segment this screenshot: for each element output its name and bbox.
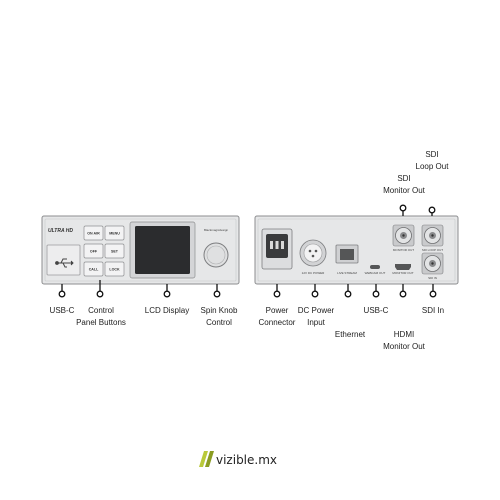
power-connector-callout-line2: Connector bbox=[259, 318, 296, 327]
set-label: SET bbox=[111, 250, 119, 254]
lock-label: LOCK bbox=[109, 268, 120, 272]
menu-button bbox=[104, 225, 125, 241]
hdmi-text: MONITOR OUT bbox=[392, 271, 413, 275]
control-panel-dot bbox=[96, 290, 104, 298]
hdmi-callout-line1: HDMI bbox=[394, 330, 414, 339]
sdi-monitor-out-bnc bbox=[392, 224, 415, 247]
sdi-loop-callout-line1: SDI bbox=[425, 150, 438, 159]
lcd-callout: LCD Display bbox=[145, 306, 189, 315]
sdi-loop-out-bnc bbox=[421, 224, 444, 247]
sdi-loop-text: SDI LOOP OUT bbox=[422, 248, 443, 252]
ethernet-dot bbox=[344, 290, 352, 298]
rear-panel: 12V DC POWER LIVE STREAM WEBCAM OUT MONI… bbox=[254, 215, 459, 285]
sdi-monitor-callout-line2: Monitor Out bbox=[383, 186, 426, 195]
usb-c-rear-callout: USB-C bbox=[364, 306, 389, 315]
on-air-label: ON AIR bbox=[87, 232, 100, 236]
usb-c-rear-dot bbox=[372, 290, 380, 298]
off-label: OFF bbox=[90, 250, 98, 254]
dc-power-face bbox=[303, 243, 323, 263]
sdi-loop-callout-line2: Loop Out bbox=[416, 162, 450, 171]
usb-icon bbox=[55, 258, 74, 268]
usb-c-callout: USB-C bbox=[50, 306, 75, 315]
hdmi-port bbox=[395, 264, 411, 270]
spin-knob-callout-line2: Control bbox=[206, 318, 232, 327]
dc-pin-1 bbox=[308, 249, 312, 253]
power-pin-left bbox=[270, 241, 273, 249]
dc-pin-3 bbox=[311, 254, 315, 258]
dc-pin-2 bbox=[314, 249, 318, 253]
control-panel-callout-line2: Panel Buttons bbox=[76, 318, 126, 327]
sdi-in-bnc bbox=[421, 252, 444, 275]
ultra-hd-logo: ULTRA HD bbox=[48, 228, 73, 234]
vizible-logo-icon bbox=[199, 451, 214, 467]
control-panel-buttons: ON AIR MENU OFF SET CALL LOCK bbox=[83, 225, 125, 277]
sdi-loop-dot bbox=[428, 206, 436, 214]
watermark-text: vizible.mx bbox=[216, 453, 277, 467]
power-pin-center bbox=[275, 241, 279, 249]
callout-labels: USB-C Control Panel Buttons LCD Display … bbox=[50, 150, 450, 351]
hdmi-dot bbox=[399, 290, 407, 298]
dc-power-text: 12V DC POWER bbox=[302, 271, 326, 275]
sdi-in-dot bbox=[429, 290, 437, 298]
usb-c-port bbox=[46, 244, 81, 276]
power-connector-callout-line1: Power bbox=[266, 306, 289, 315]
ethernet-text: LIVE STREAM bbox=[337, 271, 357, 275]
off-button bbox=[83, 243, 104, 259]
call-label: CALL bbox=[89, 268, 99, 272]
control-panel-callout-line1: Control bbox=[88, 306, 114, 315]
usb-c-rear-text: WEBCAM OUT bbox=[365, 271, 386, 275]
spin-knob-dot bbox=[213, 290, 221, 298]
menu-label: MENU bbox=[109, 232, 120, 236]
call-button bbox=[83, 261, 104, 277]
set-button bbox=[104, 243, 125, 259]
sdi-in-callout: SDI In bbox=[422, 306, 444, 315]
sdi-monitor-dot bbox=[399, 204, 407, 212]
on-air-button bbox=[83, 225, 104, 241]
usb-c-dot bbox=[58, 290, 66, 298]
hdmi-callout-line2: Monitor Out bbox=[383, 342, 426, 351]
usb-c-rear-port bbox=[370, 265, 380, 269]
front-panel: ULTRA HD ON AIR MENU OFF SET CALL LOCK bbox=[41, 215, 240, 285]
lcd-dot bbox=[163, 290, 171, 298]
sdi-monitor-callout-line1: SDI bbox=[397, 174, 410, 183]
ethernet-socket bbox=[340, 249, 354, 260]
sdi-in-text: SDI IN bbox=[428, 276, 437, 280]
brand-text: Blackmagicdesign bbox=[204, 228, 229, 232]
watermark: vizible.mx bbox=[199, 451, 277, 467]
dc-power-callout-line2: Input bbox=[307, 318, 326, 327]
spin-knob bbox=[203, 242, 229, 268]
ethernet-callout: Ethernet bbox=[335, 330, 366, 339]
spin-knob-callout-line1: Spin Knob bbox=[201, 306, 238, 315]
callout-leaders bbox=[58, 204, 437, 298]
dc-power-dot bbox=[311, 290, 319, 298]
spin-knob-ring bbox=[206, 245, 226, 265]
lcd-display bbox=[135, 226, 190, 274]
power-pin-right bbox=[281, 241, 284, 249]
dc-power-callout-line1: DC Power bbox=[298, 306, 335, 315]
lock-button bbox=[104, 261, 125, 277]
power-connector-dot bbox=[273, 290, 281, 298]
sdi-monitor-text: MONITOR OUT bbox=[393, 248, 414, 252]
